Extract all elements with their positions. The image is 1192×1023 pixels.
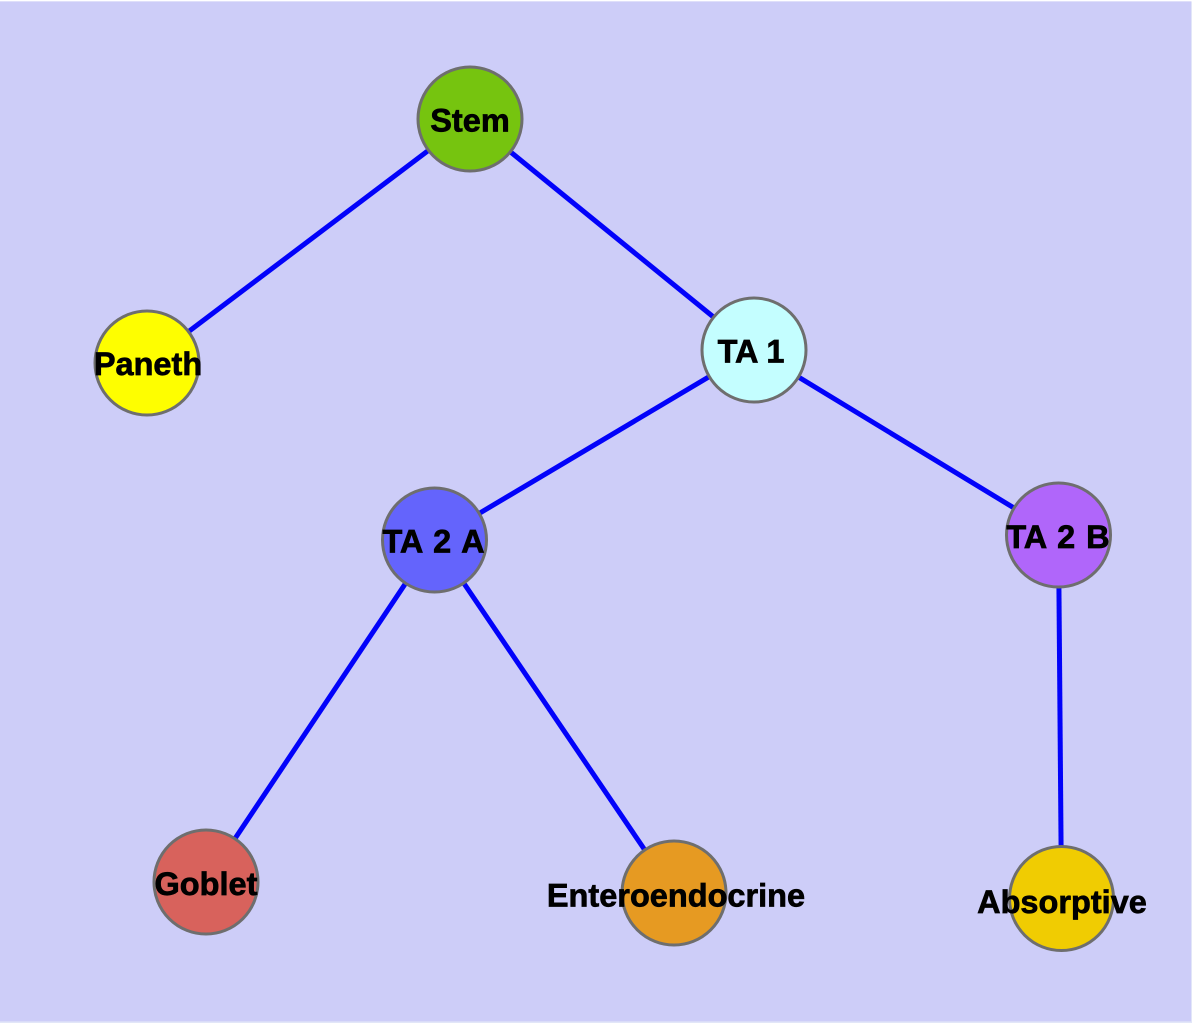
svg-text:TA 1: TA 1 [718,334,785,370]
svg-text:Absorptive: Absorptive [977,884,1147,920]
svg-text:Enteroendocrine: Enteroendocrine [547,878,805,914]
svg-text:Paneth: Paneth [94,346,202,382]
svg-text:TA 2 A: TA 2 A [382,524,484,560]
svg-text:Goblet: Goblet [155,866,258,902]
svg-text:TA 2 B: TA 2 B [1006,519,1109,555]
svg-text:Stem: Stem [430,103,509,139]
